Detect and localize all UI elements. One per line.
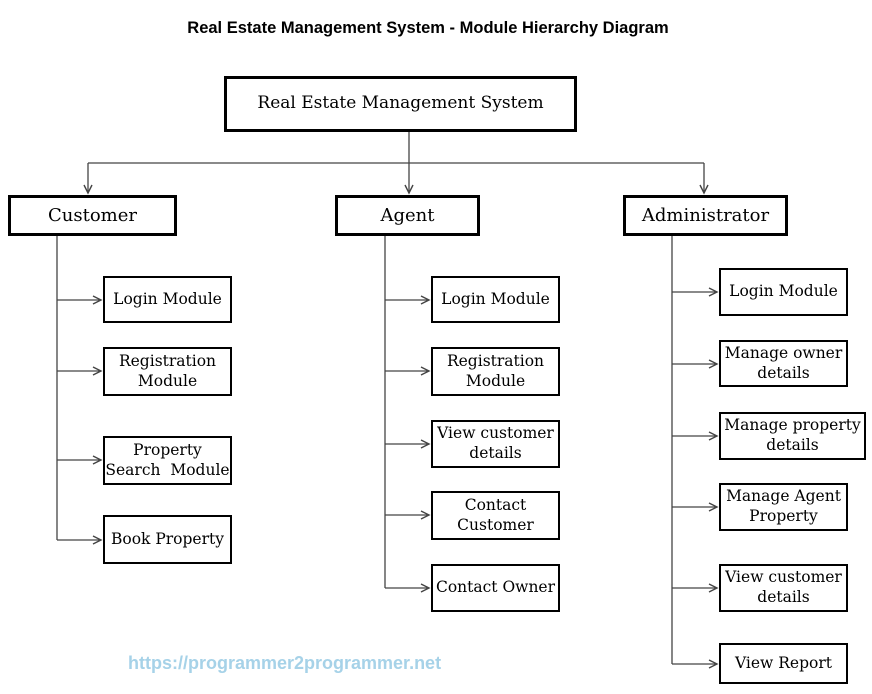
node-agent-view-customer-details: View customer details (431, 420, 560, 468)
node-admin-manage-owner-details: Manage owner details (719, 340, 848, 387)
node-agent-contact-customer: Contact Customer (431, 491, 560, 540)
node-customer-login-module: Login Module (103, 276, 232, 323)
node-real-estate-management-system: Real Estate Management System (224, 76, 577, 132)
node-admin-manage-property-details: Manage property details (719, 412, 866, 460)
node-agent-login-module: Login Module (431, 276, 560, 323)
node-admin-login-module: Login Module (719, 268, 848, 316)
node-customer: Customer (8, 195, 177, 236)
node-agent-registration-module: Registration Module (431, 347, 560, 396)
node-agent-contact-owner: Contact Owner (431, 564, 560, 612)
node-administrator: Administrator (623, 195, 788, 236)
node-customer-registration-module: Registration Module (103, 347, 232, 396)
node-agent: Agent (335, 195, 480, 236)
node-admin-view-report: View Report (719, 643, 848, 684)
node-admin-manage-agent-property: Manage Agent Property (719, 483, 848, 531)
node-admin-view-customer-details: View customer details (719, 564, 848, 612)
diagram-title: Real Estate Management System - Module H… (187, 19, 669, 37)
node-customer-property-search-module: Property Search Module (103, 436, 232, 485)
node-customer-book-property: Book Property (103, 515, 232, 564)
watermark-url: https://programmer2programmer.net (128, 653, 442, 673)
